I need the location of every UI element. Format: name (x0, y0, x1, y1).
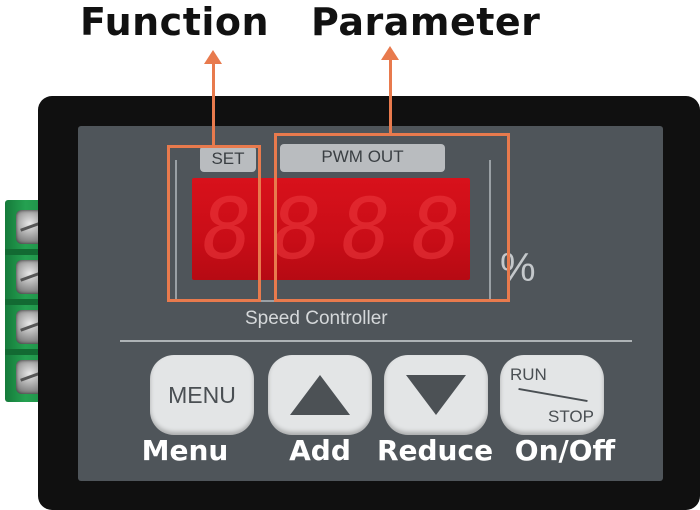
stop-label: STOP (548, 407, 594, 426)
pwm-out-tag: PWM OUT (280, 144, 445, 172)
on-off-caption: On/Off (514, 434, 616, 467)
function-callout-label: Function (80, 0, 270, 44)
terminal-ridge (5, 349, 51, 355)
parameter-arrow-head-icon (381, 46, 399, 60)
function-arrow-head-icon (204, 50, 222, 64)
faceplate-separator (120, 340, 632, 342)
triangle-up-icon (290, 375, 350, 415)
reduce-caption: Reduce (376, 434, 494, 467)
parameter-highlight-box (274, 133, 510, 302)
function-highlight-box (167, 145, 261, 302)
menu-button[interactable]: MENU (150, 355, 254, 435)
function-arrow-line (212, 62, 215, 146)
run-stop-button[interactable]: RUN STOP (500, 355, 604, 435)
led-display: 8 8 8 8 (192, 178, 470, 280)
terminal-ridge (5, 299, 51, 305)
speed-controller-label: Speed Controller (245, 308, 388, 329)
run-label: RUN (510, 365, 547, 384)
reduce-button[interactable] (384, 355, 488, 435)
add-caption: Add (289, 434, 351, 467)
menu-button-label: MENU (168, 381, 236, 408)
add-button[interactable] (268, 355, 372, 435)
set-tag: SET (200, 146, 256, 172)
menu-caption: Menu (141, 434, 229, 467)
run-stop-slash-icon (518, 387, 588, 403)
triangle-down-icon (406, 375, 466, 415)
terminal-ridge (5, 249, 51, 255)
parameter-callout-label: Parameter (311, 0, 541, 44)
parameter-arrow-line (389, 58, 392, 134)
percent-unit: % (500, 246, 536, 290)
